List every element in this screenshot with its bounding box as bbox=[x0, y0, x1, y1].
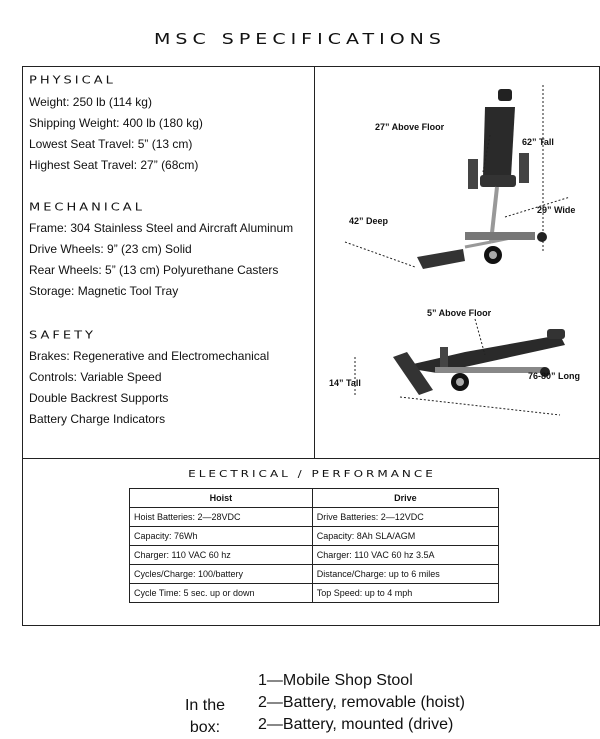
table-cell: Cycle Time: 5 sec. up or down bbox=[129, 583, 313, 603]
spec-battery-indicators: Battery Charge Indicators bbox=[29, 412, 166, 426]
table-row: Charger: 110 VAC 60 hz Charger: 110 VAC … bbox=[129, 545, 500, 565]
table-row: Capacity: 76Wh Capacity: 8Ah SLA/AGM bbox=[129, 526, 500, 546]
spec-rear-wheels: Rear Wheels: 5” (13 cm) Polyurethane Cas… bbox=[29, 263, 279, 277]
upright-stool-drawing bbox=[417, 89, 547, 269]
in-box-item: 2—Battery, mounted (drive) bbox=[258, 716, 454, 733]
page-title: MSC SPECIFICATIONS bbox=[154, 30, 446, 48]
electrical-performance-heading: ELECTRICAL / PERFORMANCE bbox=[188, 468, 436, 480]
table-cell: Drive Batteries: 2—12VDC bbox=[311, 507, 500, 527]
upright-above-floor-label: 27” Above Floor bbox=[375, 122, 445, 132]
spec-highest-seat: Highest Seat Travel: 27” (68cm) bbox=[29, 158, 199, 172]
spec-backrest: Double Backrest Supports bbox=[29, 391, 169, 405]
deep-label: 42” Deep bbox=[349, 216, 389, 226]
spec-weight: Weight: 250 lb (114 kg) bbox=[29, 95, 152, 109]
column-header-hoist: Hoist bbox=[129, 488, 313, 508]
table-header-row: Hoist Drive bbox=[129, 488, 500, 508]
table-row: Hoist Batteries: 2—28VDC Drive Batteries… bbox=[129, 507, 500, 527]
vertical-divider bbox=[314, 67, 315, 458]
mechanical-heading: MECHANICAL bbox=[29, 201, 145, 214]
table-row: Cycles/Charge: 100/battery Distance/Char… bbox=[129, 564, 500, 584]
spec-shipping-weight: Shipping Weight: 400 lb (180 kg) bbox=[29, 116, 203, 130]
electrical-performance-table: Hoist Drive Hoist Batteries: 2—28VDC Dri… bbox=[129, 488, 500, 603]
table-cell: Capacity: 8Ah SLA/AGM bbox=[311, 526, 500, 546]
spec-storage: Storage: Magnetic Tool Tray bbox=[29, 284, 179, 298]
spec-frame: Frame: 304 Stainless Steel and Aircraft … bbox=[29, 221, 294, 235]
long-label: 76-80” Long bbox=[528, 371, 580, 381]
in-box-item: 2—Battery, removable (hoist) bbox=[258, 694, 465, 711]
horizontal-divider bbox=[23, 458, 600, 459]
table-cell: Charger: 110 VAC 60 hz 3.5A bbox=[311, 545, 500, 565]
in-the-box-label: In the box: bbox=[170, 695, 240, 739]
flat-above-floor-label: 5” Above Floor bbox=[427, 308, 492, 318]
spec-drive-wheels: Drive Wheels: 9” (23 cm) Solid bbox=[29, 242, 192, 256]
column-header-drive: Drive bbox=[311, 488, 500, 508]
wide-label: 29” Wide bbox=[537, 205, 575, 215]
table-cell: Distance/Charge: up to 6 miles bbox=[311, 564, 500, 584]
spec-lowest-seat: Lowest Seat Travel: 5” (13 cm) bbox=[29, 137, 193, 151]
physical-heading: PHYSICAL bbox=[29, 74, 116, 87]
spec-brakes: Brakes: Regenerative and Electromechanic… bbox=[29, 349, 270, 363]
product-dimension-illustration: 27” Above Floor 62” Tall 29” Wide 42” De… bbox=[329, 85, 580, 416]
reclined-stool-drawing bbox=[393, 329, 565, 395]
safety-heading: SAFETY bbox=[29, 329, 96, 342]
table-cell: Capacity: 76Wh bbox=[129, 526, 313, 546]
flat-tall-label: 14” Tall bbox=[329, 378, 361, 388]
in-the-box-label-line1: In the bbox=[184, 697, 226, 714]
table-cell: Top Speed: up to 4 mph bbox=[311, 583, 500, 603]
table-cell: Charger: 110 VAC 60 hz bbox=[129, 545, 313, 565]
table-row: Cycle Time: 5 sec. up or down Top Speed:… bbox=[129, 583, 500, 603]
table-cell: Cycles/Charge: 100/battery bbox=[129, 564, 313, 584]
specifications-box: PHYSICAL Weight: 250 lb (114 kg) Shippin… bbox=[22, 66, 600, 626]
upright-tall-label: 62” Tall bbox=[522, 137, 554, 147]
in-box-item: 1—Mobile Shop Stool bbox=[258, 672, 413, 689]
spec-controls: Controls: Variable Speed bbox=[29, 370, 162, 384]
table-cell: Hoist Batteries: 2—28VDC bbox=[129, 507, 313, 527]
dimension-lines bbox=[344, 85, 571, 416]
in-the-box-label-line2: box: bbox=[189, 719, 221, 736]
